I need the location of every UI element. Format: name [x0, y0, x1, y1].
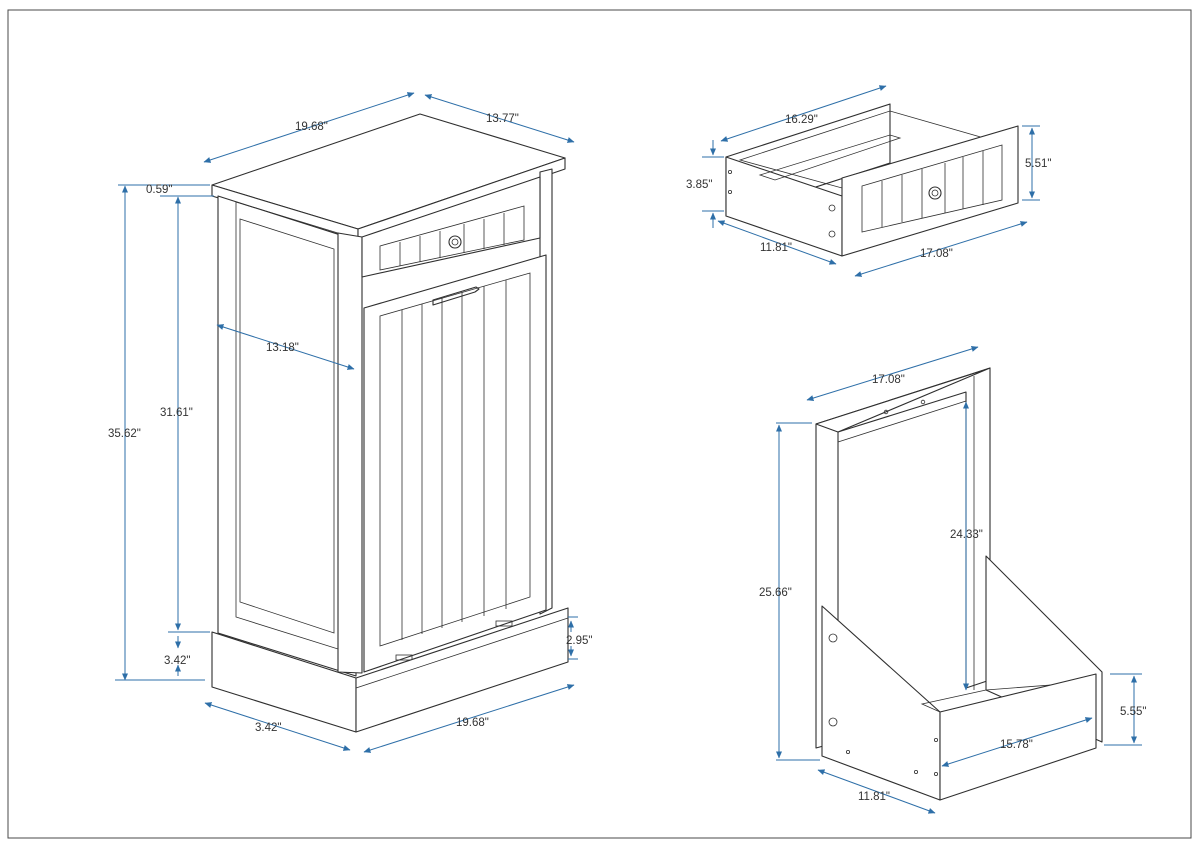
- cabinet-door-handle: [432, 286, 480, 306]
- dim-label-cabinet-top-depth: 13.77": [486, 113, 519, 125]
- dim-label-cabinet-toe-kick: 2.95": [566, 635, 592, 647]
- dim-label-cabinet-base-depth: 3.42": [255, 722, 281, 734]
- dim-label-bin-inner-width: 15.78": [1000, 739, 1033, 751]
- cabinet-drawing: [211, 113, 569, 733]
- cabinet-tilt-door: [363, 254, 547, 673]
- dim-cabinet-base-width: 19.68": [363, 684, 575, 753]
- cabinet-drawer-front: [361, 176, 541, 278]
- dim-cabinet-top-width: 19.68": [203, 92, 415, 163]
- dim-label-drawer-box-height: 3.85": [686, 179, 712, 191]
- dim-cabinet-top-depth: 13.77": [424, 94, 575, 143]
- dim-label-bin-frame-width: 17.08": [872, 374, 905, 386]
- drawer-knob: [928, 186, 942, 200]
- dim-bin-frame-width: 17.08": [806, 346, 979, 401]
- dim-label-cabinet-base-width: 19.68": [456, 717, 489, 729]
- cabinet-drawer-knob: [448, 235, 462, 249]
- dim-drawer-inner-width: 16.29": [720, 85, 887, 142]
- dim-bin-inner-width: 15.78": [941, 717, 1093, 767]
- dim-bin-box-height: 5.55": [1104, 673, 1146, 746]
- cabinet-left-side: [217, 195, 357, 677]
- dim-bin-inner-height: 24.33": [950, 401, 983, 691]
- bin-left-side-panel: [821, 605, 941, 801]
- dim-label-cabinet-side-depth: 13.18": [266, 342, 299, 354]
- cabinet-front-left-stile: [337, 232, 363, 674]
- dim-label-cabinet-base-height: 3.42": [164, 655, 190, 667]
- cabinet-drawer-slat-panel: [379, 205, 525, 271]
- bin-front-panel: [939, 673, 1097, 801]
- cabinet-door-groove-panel: [379, 272, 531, 647]
- drawer-drawing: [725, 103, 1019, 257]
- dim-label-bin-depth: 11.81": [858, 791, 890, 803]
- dim-label-cabinet-top-width: 19.68": [295, 121, 328, 133]
- cabinet-hinge-left: [395, 654, 413, 661]
- cabinet-left-side-panel: [239, 218, 335, 634]
- dim-cabinet-side-height: 31.61": [160, 196, 210, 633]
- drawing-border: [7, 9, 1192, 839]
- dim-drawer-depth: 11.81": [717, 220, 837, 265]
- drawer-bottom-edge: [758, 134, 902, 181]
- dim-cabinet-top-overhang: 0.59": [118, 184, 214, 197]
- dim-label-drawer-front-height: 5.51": [1025, 158, 1051, 170]
- drawer-front-slat-panel: [861, 144, 1003, 233]
- dim-label-drawer-depth: 11.81": [760, 242, 792, 254]
- dim-cabinet-base-height: 3.42": [164, 636, 190, 676]
- dim-drawer-front-width: 17.08": [854, 221, 1028, 277]
- dim-label-cabinet-total-height: 35.62": [108, 428, 141, 440]
- dim-cabinet-toe-kick: 2.95": [566, 616, 592, 660]
- dim-label-cabinet-side-height: 31.61": [160, 407, 193, 419]
- dim-label-bin-inner-height: 24.33": [950, 529, 983, 541]
- bin-side-hole-bottom: [828, 717, 838, 727]
- dim-drawer-box-height: 3.85": [686, 140, 724, 228]
- dim-label-cabinet-top-overhang: 0.59": [146, 184, 172, 196]
- dim-bin-depth: 11.81": [817, 769, 936, 814]
- dim-label-drawer-inner-width: 16.29": [785, 114, 818, 126]
- drawer-side-hole-top: [828, 204, 836, 212]
- dim-bin-frame-height: 25.66": [759, 422, 820, 761]
- dim-label-bin-box-height: 5.55": [1120, 706, 1146, 718]
- dim-label-bin-frame-height: 25.66": [759, 587, 792, 599]
- tilt-bin-frame-drawing: [815, 367, 1103, 801]
- dim-cabinet-side-depth: 13.18": [216, 324, 355, 370]
- dim-cabinet-base-depth: 3.42": [204, 702, 351, 751]
- bin-side-hole-top: [828, 633, 838, 643]
- dim-drawer-front-height: 5.51": [1022, 125, 1051, 201]
- dim-cabinet-total-height: 35.62": [108, 185, 205, 681]
- dim-label-drawer-front-width: 17.08": [920, 248, 953, 260]
- cabinet-hinge-right: [495, 620, 513, 627]
